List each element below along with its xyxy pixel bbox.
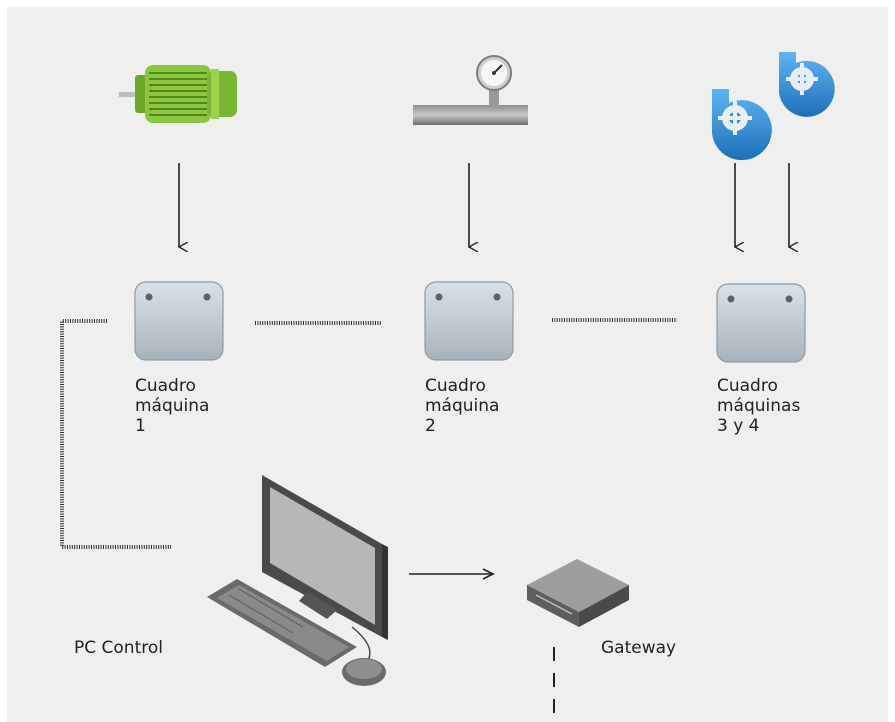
pressure-gauge-icon (413, 55, 528, 125)
box-label-line: máquina (135, 396, 210, 416)
pump-icon (779, 52, 835, 117)
box-label-cuadro-1: Cuadro máquina 1 (135, 376, 209, 436)
box-label-line: 2 (425, 416, 436, 436)
diagram-graphics (60, 52, 835, 722)
box-label-cuadro-3-4: Cuadro máquinas 3 y 4 (717, 376, 800, 436)
control-box-icon (716, 283, 806, 363)
control-box-icon (134, 281, 224, 361)
computer-icon (207, 475, 388, 686)
gateway-label: Gateway (601, 638, 677, 658)
gateway-icon (527, 559, 629, 627)
box-label-line: 3 y 4 (717, 416, 760, 436)
box-label-line: 1 (135, 416, 146, 436)
box-label-cuadro-2: Cuadro máquina 2 (425, 376, 499, 436)
box-label-line: Cuadro (717, 376, 778, 396)
pump-icon (712, 89, 772, 161)
control-box-icon (424, 281, 514, 361)
pc-control-label: PC Control (74, 638, 163, 658)
diagram-canvas: Cuadro máquina 1 Cuadro máquina 2 Cuadro… (7, 7, 888, 722)
box-label-line: Cuadro (425, 376, 486, 396)
box-label-line: máquina (425, 396, 500, 416)
box-label-line: máquinas (717, 396, 801, 416)
electric-motor-icon (119, 65, 237, 123)
bus-link-pc (60, 319, 171, 549)
box-label-line: Cuadro (135, 376, 196, 396)
